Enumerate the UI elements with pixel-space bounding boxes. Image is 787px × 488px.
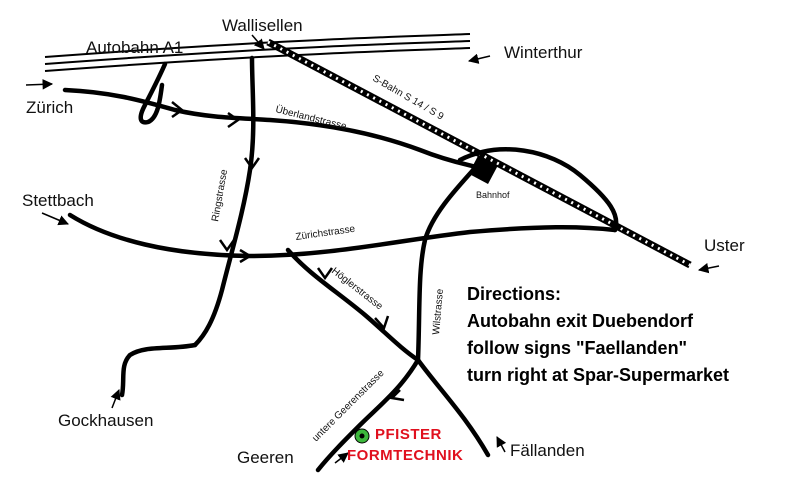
label-fallanden: Fällanden	[510, 441, 585, 460]
label-zurich: Zürich	[26, 98, 73, 117]
label-gockhausen: Gockhausen	[58, 411, 153, 430]
directions-title: Directions	[467, 284, 555, 304]
label-uberlandstrasse: Überlandstrasse	[274, 103, 348, 132]
road-arrows	[171, 101, 405, 402]
label-winterthur: Winterthur	[504, 43, 583, 62]
label-geeren: Geeren	[237, 448, 294, 467]
destination-name-line-1: PFISTER	[375, 426, 442, 443]
label-wallisellen: Wallisellen	[222, 16, 303, 35]
destination-marker-icon	[354, 428, 370, 444]
label-zurichstrasse: Zürichstrasse	[295, 224, 356, 243]
label-ringstrasse: Ringstrasse	[210, 168, 230, 222]
directions-colon: :	[555, 284, 561, 304]
label-autobahn: Autobahn A1	[86, 38, 183, 57]
bahnhof-building	[468, 156, 498, 184]
autobahn-road	[44, 33, 471, 72]
directions-line-3: turn right at Spar-Supermarket	[467, 365, 729, 385]
label-stettbach: Stettbach	[22, 191, 94, 210]
destination-name-line-2: FORMTECHNIK	[347, 447, 463, 464]
pointer-arrows	[25, 34, 720, 464]
roads	[62, 55, 619, 473]
label-wilstrasse: Wilstrasse	[431, 288, 446, 335]
directions-line-2: follow signs "Faellanden"	[467, 338, 687, 358]
label-bahnhof: Bahnhof	[476, 190, 510, 200]
directions-heading: Directions:	[467, 284, 561, 304]
label-uster: Uster	[704, 236, 745, 255]
label-hoglerstrasse: Höglerstrasse	[329, 266, 385, 313]
directions-line-1: Autobahn exit Duebendorf	[467, 311, 694, 331]
